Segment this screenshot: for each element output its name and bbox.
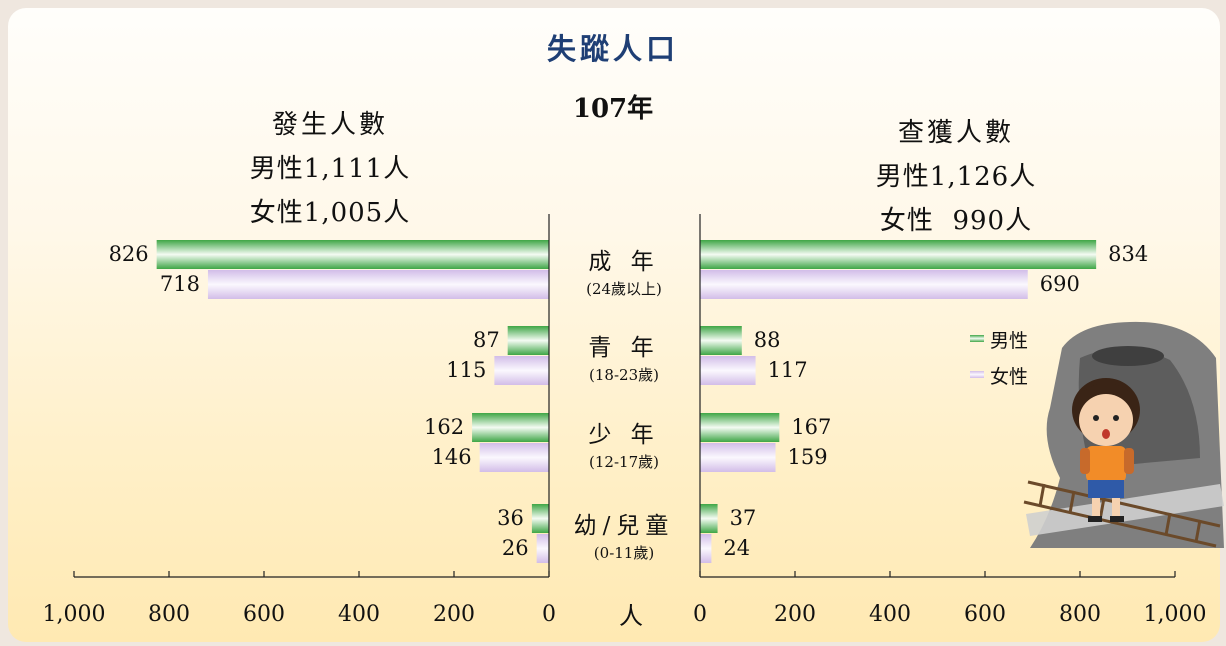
year-label: 107年 bbox=[572, 94, 654, 124]
value-right-male-2: 167 bbox=[791, 415, 832, 439]
value-right-female-3: 24 bbox=[723, 536, 751, 560]
value-left-female-0: 718 bbox=[159, 272, 200, 296]
category-label: 幼/兒童 (0-11歲) bbox=[549, 506, 699, 563]
tick-label-left-4: 200 bbox=[433, 602, 475, 627]
right-female-total: 女性 990人 bbox=[879, 206, 1033, 236]
bar-right-female-3 bbox=[700, 534, 712, 563]
tick-label-right-2: 400 bbox=[869, 602, 911, 627]
bar-right-male-0 bbox=[700, 240, 1097, 269]
value-left-female-1: 115 bbox=[446, 358, 487, 382]
child-shorts bbox=[1088, 480, 1124, 498]
shadow-hat bbox=[1092, 346, 1164, 366]
category-name: 青 年 bbox=[588, 335, 660, 361]
category-name: 幼/兒童 bbox=[573, 513, 675, 539]
category-label: 少 年 (12-17歲) bbox=[549, 415, 699, 472]
category-age-range: (24歲以上) bbox=[586, 280, 662, 298]
bar-right-male-1 bbox=[700, 326, 742, 355]
bar-right-female-0 bbox=[700, 270, 1028, 299]
value-right-male-3: 37 bbox=[729, 506, 757, 530]
category-name: 成 年 bbox=[588, 249, 660, 275]
child-shirt bbox=[1086, 446, 1126, 482]
category-name: 少 年 bbox=[588, 422, 660, 448]
value-left-male-1: 87 bbox=[472, 328, 500, 352]
category-age-range: (12-17歲) bbox=[589, 453, 659, 471]
bar-left-male-1 bbox=[507, 326, 549, 355]
value-right-male-1: 88 bbox=[753, 328, 781, 352]
tick-label-right-3: 600 bbox=[964, 602, 1006, 627]
bar-right-male-3 bbox=[700, 504, 718, 533]
value-left-female-2: 146 bbox=[431, 445, 472, 469]
bar-left-male-0 bbox=[156, 240, 549, 269]
legend-label-female: 女性 bbox=[990, 366, 1029, 388]
tick-label-left-5: 0 bbox=[542, 602, 556, 627]
bar-right-male-2 bbox=[700, 413, 780, 442]
right-panel-title: 查獲人數 bbox=[897, 118, 1014, 148]
tick-label-left-2: 600 bbox=[243, 602, 285, 627]
lost-child-illustration bbox=[1023, 321, 1224, 548]
child-mouth bbox=[1102, 429, 1110, 439]
tick-label-left-1: 800 bbox=[148, 602, 190, 627]
chart-card bbox=[8, 8, 1220, 642]
category-label: 青 年 (18-23歲) bbox=[549, 328, 699, 385]
unit-label: 人 bbox=[619, 602, 643, 630]
bar-left-female-3 bbox=[536, 534, 549, 563]
chart-title: 失蹤人口 bbox=[546, 32, 679, 66]
value-right-male-0: 834 bbox=[1108, 242, 1149, 266]
tick-label-right-0: 0 bbox=[693, 602, 707, 627]
value-left-male-2: 162 bbox=[423, 415, 465, 439]
bar-left-female-0 bbox=[207, 270, 549, 299]
backpack-strap bbox=[1080, 448, 1090, 474]
bar-right-female-2 bbox=[700, 443, 776, 472]
bar-right-female-1 bbox=[700, 356, 756, 385]
tick-label-right-4: 800 bbox=[1059, 602, 1101, 627]
child-shoe bbox=[1088, 516, 1102, 522]
value-left-female-3: 26 bbox=[501, 536, 529, 560]
value-right-female-2: 159 bbox=[787, 445, 828, 469]
ground-light bbox=[1026, 484, 1224, 536]
left-male-total: 男性1,111人 bbox=[249, 154, 411, 184]
value-right-female-0: 690 bbox=[1039, 272, 1080, 296]
left-female-total: 女性1,005人 bbox=[249, 198, 411, 228]
category-label: 成 年 (24歲以上) bbox=[549, 242, 699, 299]
bar-left-male-2 bbox=[472, 413, 549, 442]
right-male-total: 男性1,126人 bbox=[875, 162, 1037, 192]
tick-label-left-3: 400 bbox=[338, 602, 380, 627]
child-eye-right bbox=[1113, 415, 1119, 421]
category-age-range: (0-11歲) bbox=[593, 544, 655, 562]
value-left-male-0: 826 bbox=[108, 242, 149, 266]
value-right-female-1: 117 bbox=[767, 358, 808, 382]
tick-label-right-5: 1,000 bbox=[1143, 602, 1207, 627]
tick-label-left-0: 1,000 bbox=[42, 602, 106, 627]
category-age-range: (18-23歲) bbox=[589, 366, 659, 384]
bar-left-male-3 bbox=[531, 504, 549, 533]
child-face bbox=[1079, 394, 1133, 446]
bar-left-female-2 bbox=[479, 443, 549, 472]
legend-swatch-female bbox=[970, 371, 984, 378]
legend-swatch-male bbox=[970, 335, 984, 342]
left-panel-title: 發生人數 bbox=[271, 110, 388, 140]
value-left-male-3: 36 bbox=[497, 506, 524, 530]
child-eye-left bbox=[1093, 415, 1099, 421]
bar-left-female-1 bbox=[494, 356, 549, 385]
legend-label-male: 男性 bbox=[990, 330, 1029, 352]
tick-label-right-1: 200 bbox=[774, 602, 816, 627]
